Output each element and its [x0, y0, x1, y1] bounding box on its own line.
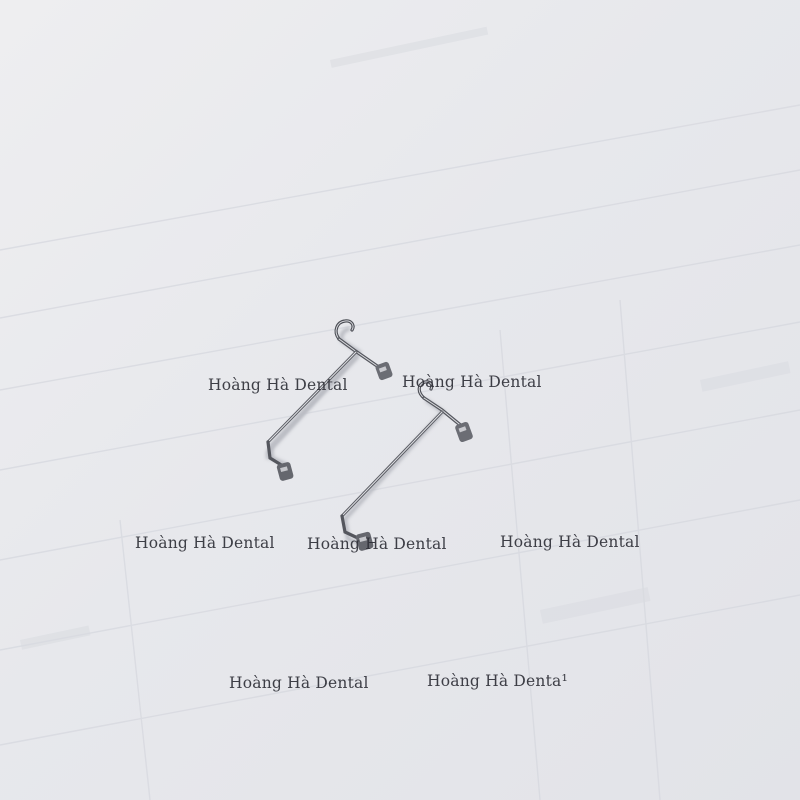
watermark-1: Hoàng Hà Dental [208, 376, 348, 394]
watermark-2: Hoàng Hà Dental [402, 373, 542, 391]
watermark-6: Hoàng Hà Dental [229, 674, 369, 692]
watermark-3: Hoàng Hà Dental [135, 534, 275, 552]
watermark-5: Hoàng Hà Dental [500, 533, 640, 551]
watermark-4: Hoàng Hà Dental [307, 535, 447, 553]
watermark-7: Hoàng Hà Denta¹ [427, 672, 568, 690]
clasp-right [340, 380, 473, 551]
clasp-left [266, 319, 393, 481]
